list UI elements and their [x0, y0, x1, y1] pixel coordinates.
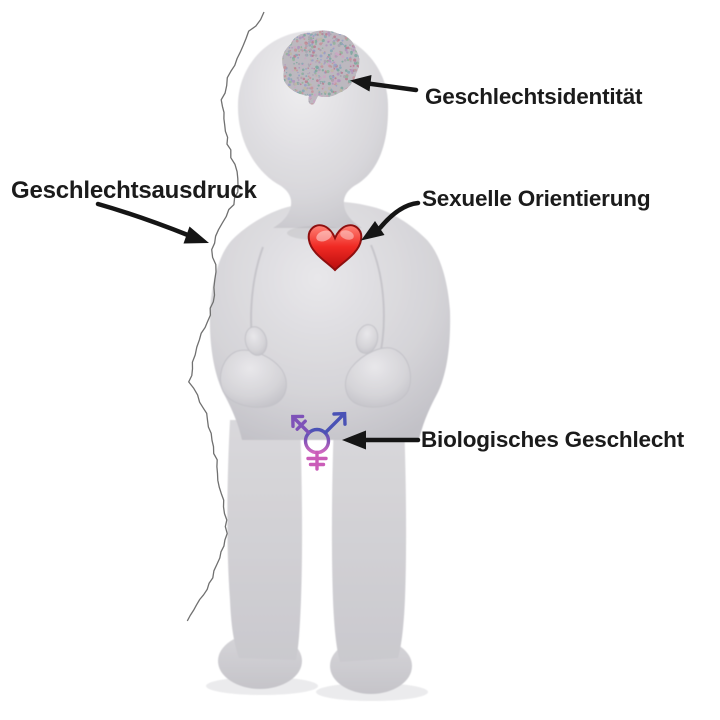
- transgender-symbol-icon: [291, 411, 347, 471]
- heart-icon: [307, 224, 363, 272]
- arrow-gender-identity: [350, 75, 419, 93]
- arrow-biological-sex: [342, 430, 421, 450]
- right-leg: [331, 420, 407, 662]
- right-hand: [345, 347, 411, 408]
- left-thumb: [244, 326, 268, 356]
- heart-gloss: [316, 230, 332, 242]
- body-outline-squiggle: [186, 11, 265, 622]
- trans-combined-arrowhead: [291, 414, 305, 429]
- left-leg: [227, 420, 303, 660]
- arrow-sexual-orientation: [361, 200, 421, 241]
- label-gender-identity: Geschlechtsidentität: [425, 84, 643, 109]
- left-hand: [220, 349, 287, 408]
- mars-arrow: [323, 413, 345, 435]
- label-sexual-orientation: Sexuelle Orientierung: [422, 186, 651, 211]
- human-figure: [206, 31, 451, 701]
- label-gender-expression: Geschlechtsausdruck: [11, 177, 257, 204]
- trans-combined-crossbar: [295, 419, 307, 431]
- mars-arrowhead: [332, 411, 347, 426]
- heart-shape: [307, 224, 363, 272]
- heart-gloss: [340, 230, 354, 240]
- callout-arrows: [95, 75, 421, 450]
- label-biological-sex: Biologisches Geschlecht: [421, 427, 684, 452]
- arrow-gender-expression: [95, 201, 209, 244]
- right-thumb: [355, 324, 379, 354]
